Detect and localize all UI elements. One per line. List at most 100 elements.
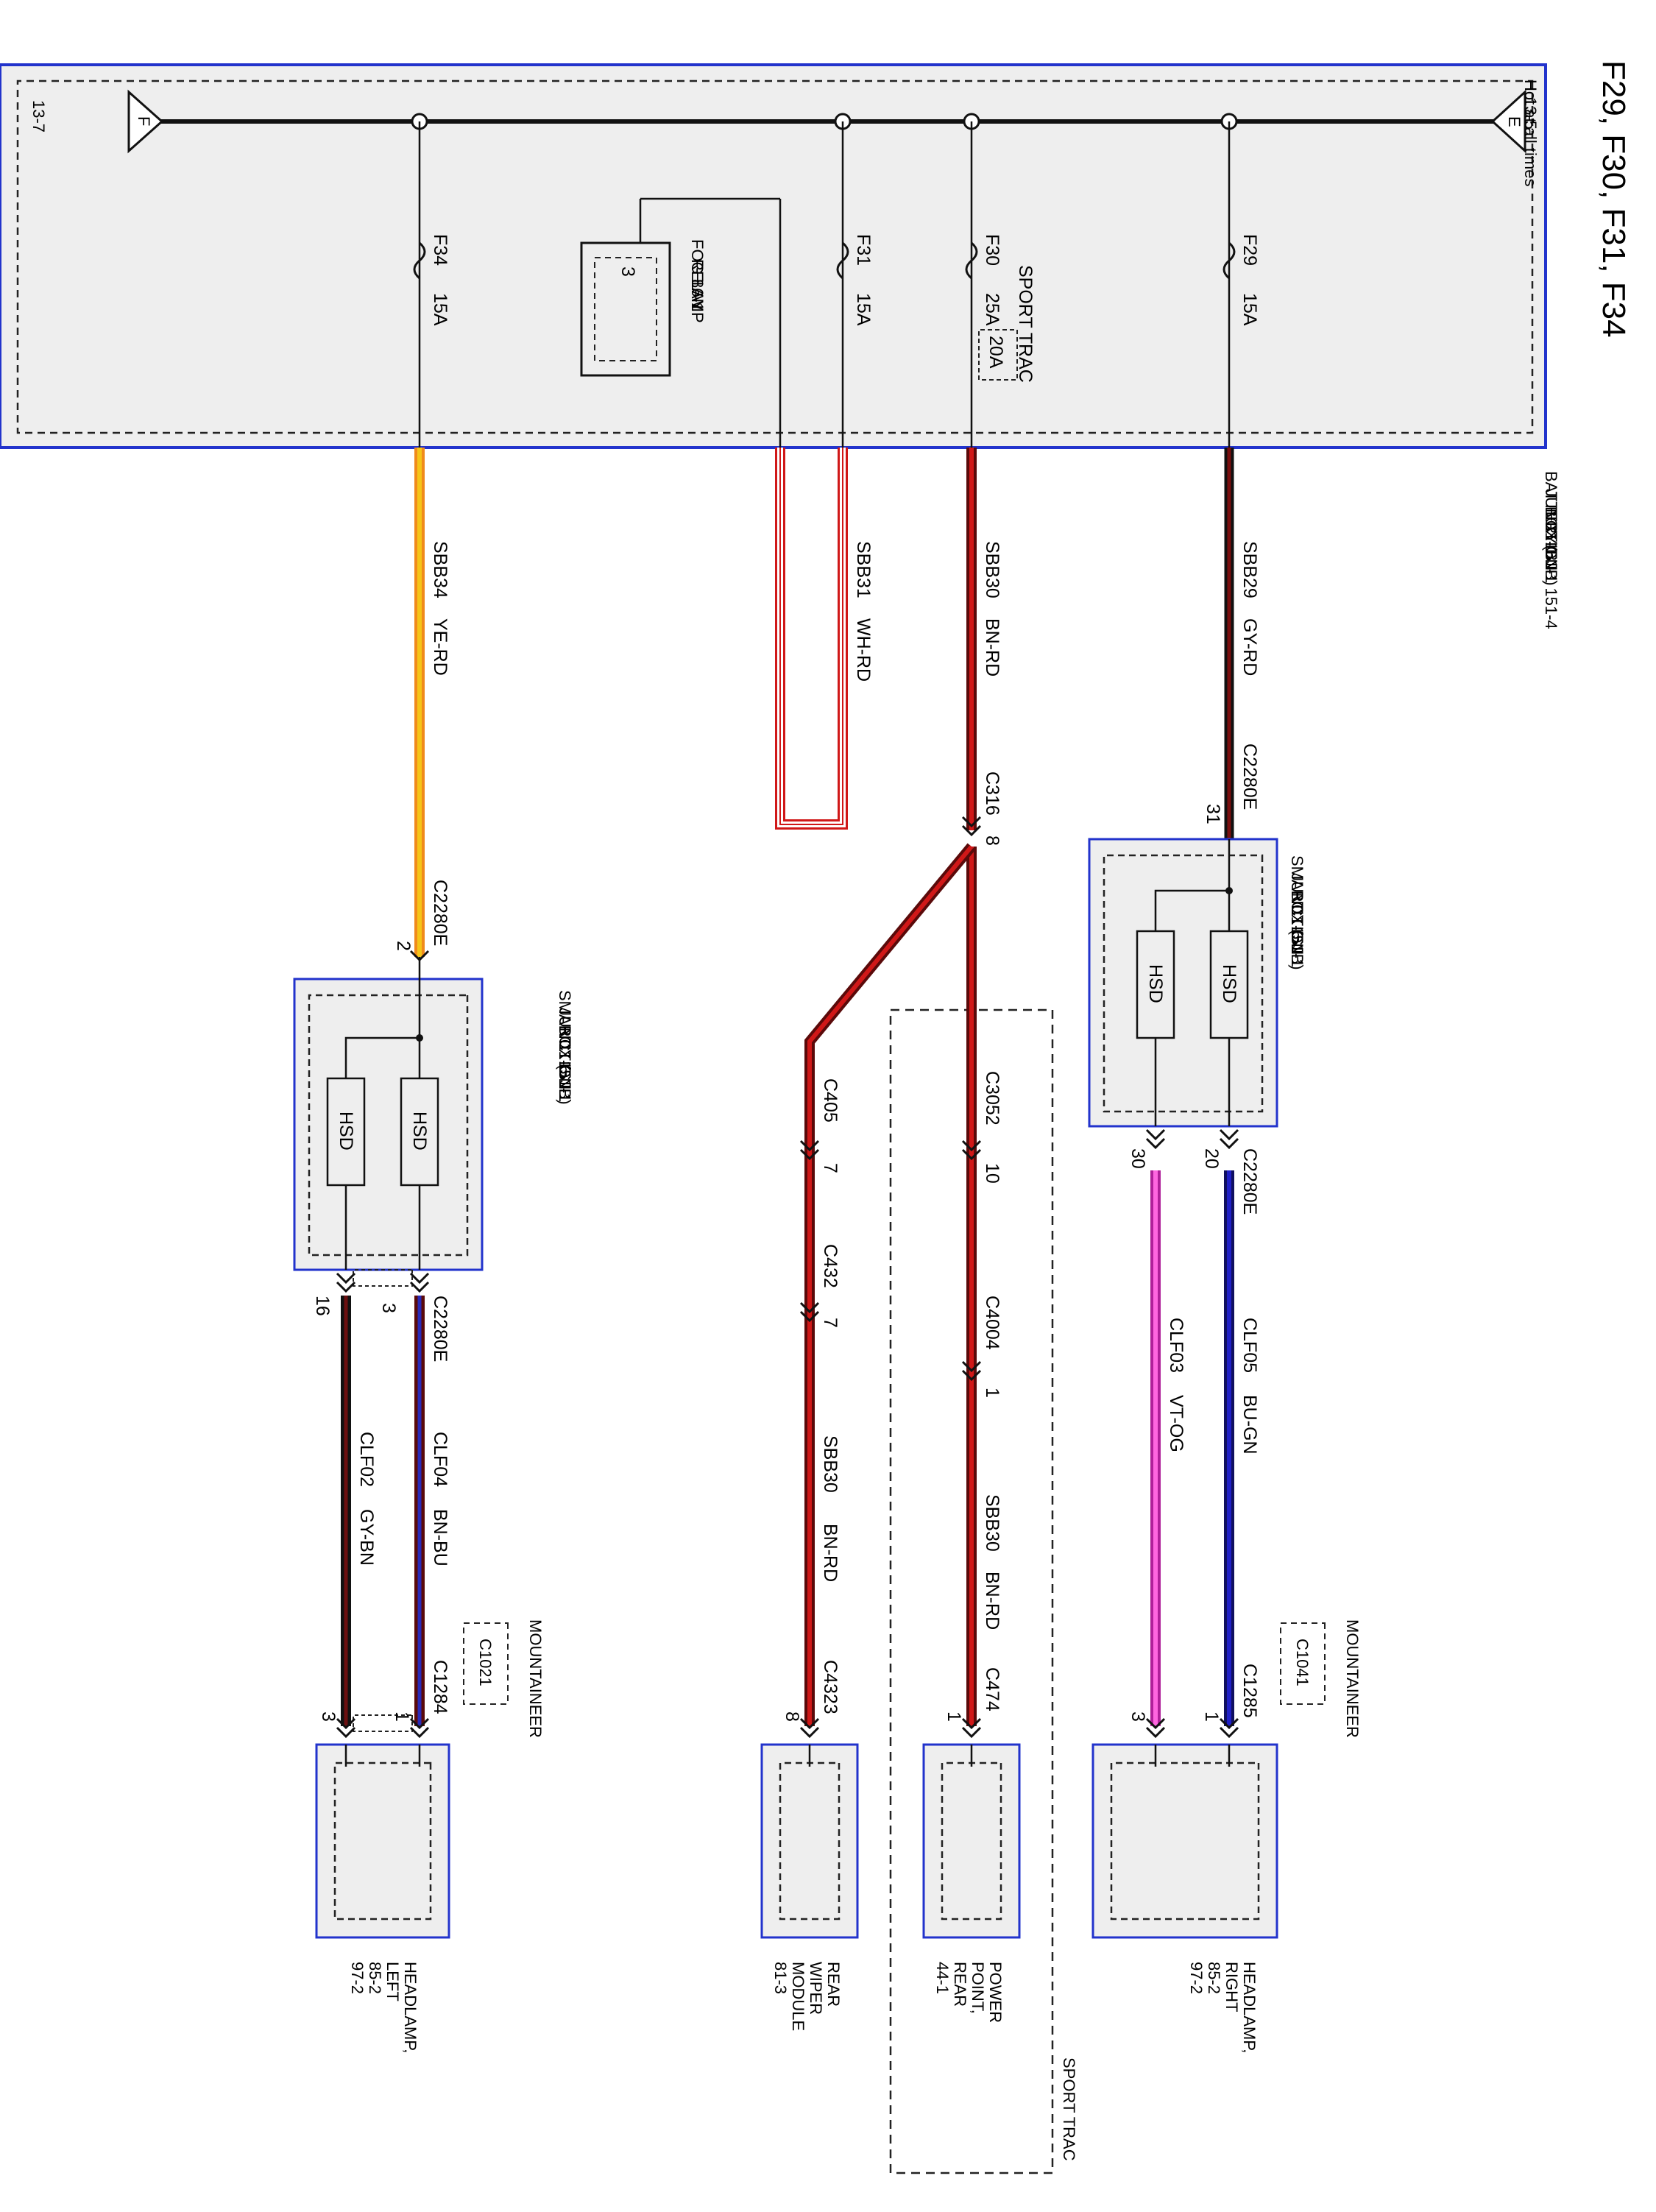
relay-label-3: 86-1 — [688, 279, 707, 311]
clf03-id: CLF03 — [1166, 1318, 1186, 1373]
headlamp-right-module — [1091, 1743, 1278, 1939]
c2280e-20-name: C2280E — [1239, 1148, 1260, 1215]
sbb34-id: SBB34 — [430, 541, 450, 598]
headlamp-right-4: 97-2 — [1187, 1962, 1206, 1994]
headlamp-right-3: 85-2 — [1205, 1962, 1223, 1994]
c405-name: C405 — [820, 1078, 841, 1123]
fuse-f29-name: F29 — [1239, 234, 1260, 266]
relay-label-1: FOG LAMP — [688, 239, 707, 323]
c4004-pin: 1 — [982, 1388, 1002, 1398]
sbb30-id: SBB30 — [982, 541, 1002, 598]
clf05-id: CLF05 — [1239, 1318, 1260, 1373]
fuse-f30-alt-rating: 20A — [986, 336, 1006, 369]
fuse-f30-name: F30 — [982, 234, 1002, 266]
c1284-pin-1: 1 — [392, 1711, 412, 1722]
c1284-name: C1284 — [430, 1660, 450, 1714]
fuse-f30-note: SPORT TRAC — [1015, 265, 1036, 383]
rear-wiper-3: MODULE — [789, 1962, 807, 2031]
sjb-left-label-5: 151-1 — [556, 1061, 574, 1102]
c474-pin: 1 — [944, 1711, 964, 1722]
wire-sbb30-rear-wiper — [804, 843, 976, 1726]
sjb-right-hsd-1: HSD — [1219, 964, 1239, 1003]
headlamp-left-module — [315, 1743, 450, 1939]
sjb-right-hsd-2: HSD — [1145, 964, 1166, 1003]
headlamp-left-3: 85-2 — [366, 1962, 384, 1994]
sjb-right: HSD HSD — [1088, 838, 1278, 1128]
headlamp-left-2: LEFT — [383, 1962, 402, 2001]
c2280e-2-pin: 2 — [393, 941, 414, 951]
mountaineer-right: MOUNTAINEER — [1343, 1619, 1362, 1738]
headlamp-right-1: HEADLAMP, — [1240, 1962, 1259, 2053]
rear-wiper-1: REAR — [824, 1962, 843, 2007]
sbb31-color: WH-RD — [853, 618, 874, 682]
c2280e-2-name: C2280E — [430, 880, 450, 946]
c1021-label: C1021 — [476, 1639, 495, 1686]
page-title: F29, F30, F31, F34 — [1596, 60, 1632, 338]
c3052-name: C3052 — [982, 1071, 1002, 1126]
bjb-label-4: 11-1 — [1542, 524, 1560, 555]
c316-pin: 8 — [982, 835, 1002, 846]
sjb-left-hsd-2: HSD — [336, 1112, 356, 1151]
bus-f-label: F — [135, 116, 153, 126]
c4004-name: C4004 — [982, 1296, 1002, 1350]
c1284-pin-3: 3 — [318, 1711, 339, 1722]
power-point-module — [922, 1743, 1021, 1939]
sjb-left-label-3: BOX (SJB) — [556, 1025, 574, 1105]
battery-junction-box: F 13-7 E Hot at all times 13-5 — [0, 63, 1547, 449]
c432-name: C432 — [820, 1244, 841, 1288]
c2280e-16-pin: 16 — [312, 1296, 333, 1316]
clf02-color: GY-BN — [356, 1509, 377, 1566]
power-point-3: REAR — [951, 1962, 969, 2007]
sjb-left-label-2: JUNCTION — [556, 1008, 574, 1089]
c2280e-31-pin: 31 — [1203, 804, 1223, 824]
sjb-right-label-5: 151-1 — [1288, 926, 1306, 967]
sbb30-color: BN-RD — [982, 618, 1002, 676]
wire-sbb31 — [775, 448, 848, 830]
c405-pin: 7 — [820, 1163, 841, 1173]
sjb-left-label-1: SMART — [556, 990, 574, 1047]
fuse-f31-name: F31 — [853, 234, 874, 266]
rear-wiper-4: 81-3 — [771, 1962, 790, 1994]
sjb-right-label-1: SMART — [1288, 855, 1306, 912]
sbb29-id: SBB29 — [1239, 541, 1260, 598]
sjb-right-label-4: 11-5 — [1288, 908, 1306, 939]
power-point-4: 44-1 — [933, 1962, 952, 1994]
c2280e-30-pin: 30 — [1128, 1148, 1148, 1169]
clf02-id: CLF02 — [356, 1432, 377, 1487]
sjb-right-label-2: JUNCTION — [1288, 873, 1306, 955]
fuse-f34-rating: 15A — [430, 293, 450, 326]
fuse-f31-rating: 15A — [853, 293, 874, 326]
clf05-color: BU-GN — [1239, 1395, 1260, 1455]
clf04-id: CLF04 — [430, 1432, 450, 1487]
c1285-name: C1285 — [1239, 1664, 1260, 1718]
c2280e-31-name: C2280E — [1239, 743, 1260, 810]
sport-trac-label: SPORT TRAC — [1060, 2057, 1078, 2161]
sbb29-color: GY-RD — [1239, 618, 1260, 676]
c3052-pin: 10 — [982, 1163, 1002, 1184]
c316-name: C316 — [982, 771, 1002, 816]
bjb-label-2: JUNCTION — [1542, 489, 1560, 570]
c2280e-3-name: C2280E — [430, 1296, 450, 1362]
fuse-f29-rating: 15A — [1239, 293, 1260, 326]
relay-label-2: RELAY — [688, 259, 707, 311]
bjb-label-3: BOX (BJB) — [1542, 506, 1560, 586]
sbb30-pp-id: SBB30 — [982, 1494, 1002, 1552]
sbb34-color: YE-RD — [430, 618, 450, 676]
sbb30-rw-color: BN-RD — [820, 1524, 841, 1582]
bjb-label-5: 151-1 151-4 — [1542, 542, 1560, 629]
rear-wiper-2: WIPER — [807, 1962, 825, 2015]
sjb-right-label-3: BOX (SJB) — [1288, 891, 1306, 970]
hot-label-1: Hot at all times — [1521, 79, 1540, 187]
sbb30-pp-color: BN-RD — [982, 1572, 1002, 1630]
sbb30-rw-id: SBB30 — [820, 1435, 841, 1493]
rear-wiper-module — [760, 1743, 859, 1939]
c4323-name: C4323 — [820, 1660, 841, 1714]
sbb31-id: SBB31 — [853, 541, 874, 598]
bus-e-label: E — [1505, 116, 1524, 127]
c1285-pin-1: 1 — [1201, 1711, 1222, 1722]
sjb-left-hsd-1: HSD — [409, 1112, 430, 1151]
headlamp-right-2: RIGHT — [1222, 1962, 1241, 2012]
headlamp-left-4: 97-2 — [348, 1962, 367, 1994]
bjb-label-1: BATTERY — [1542, 471, 1560, 545]
